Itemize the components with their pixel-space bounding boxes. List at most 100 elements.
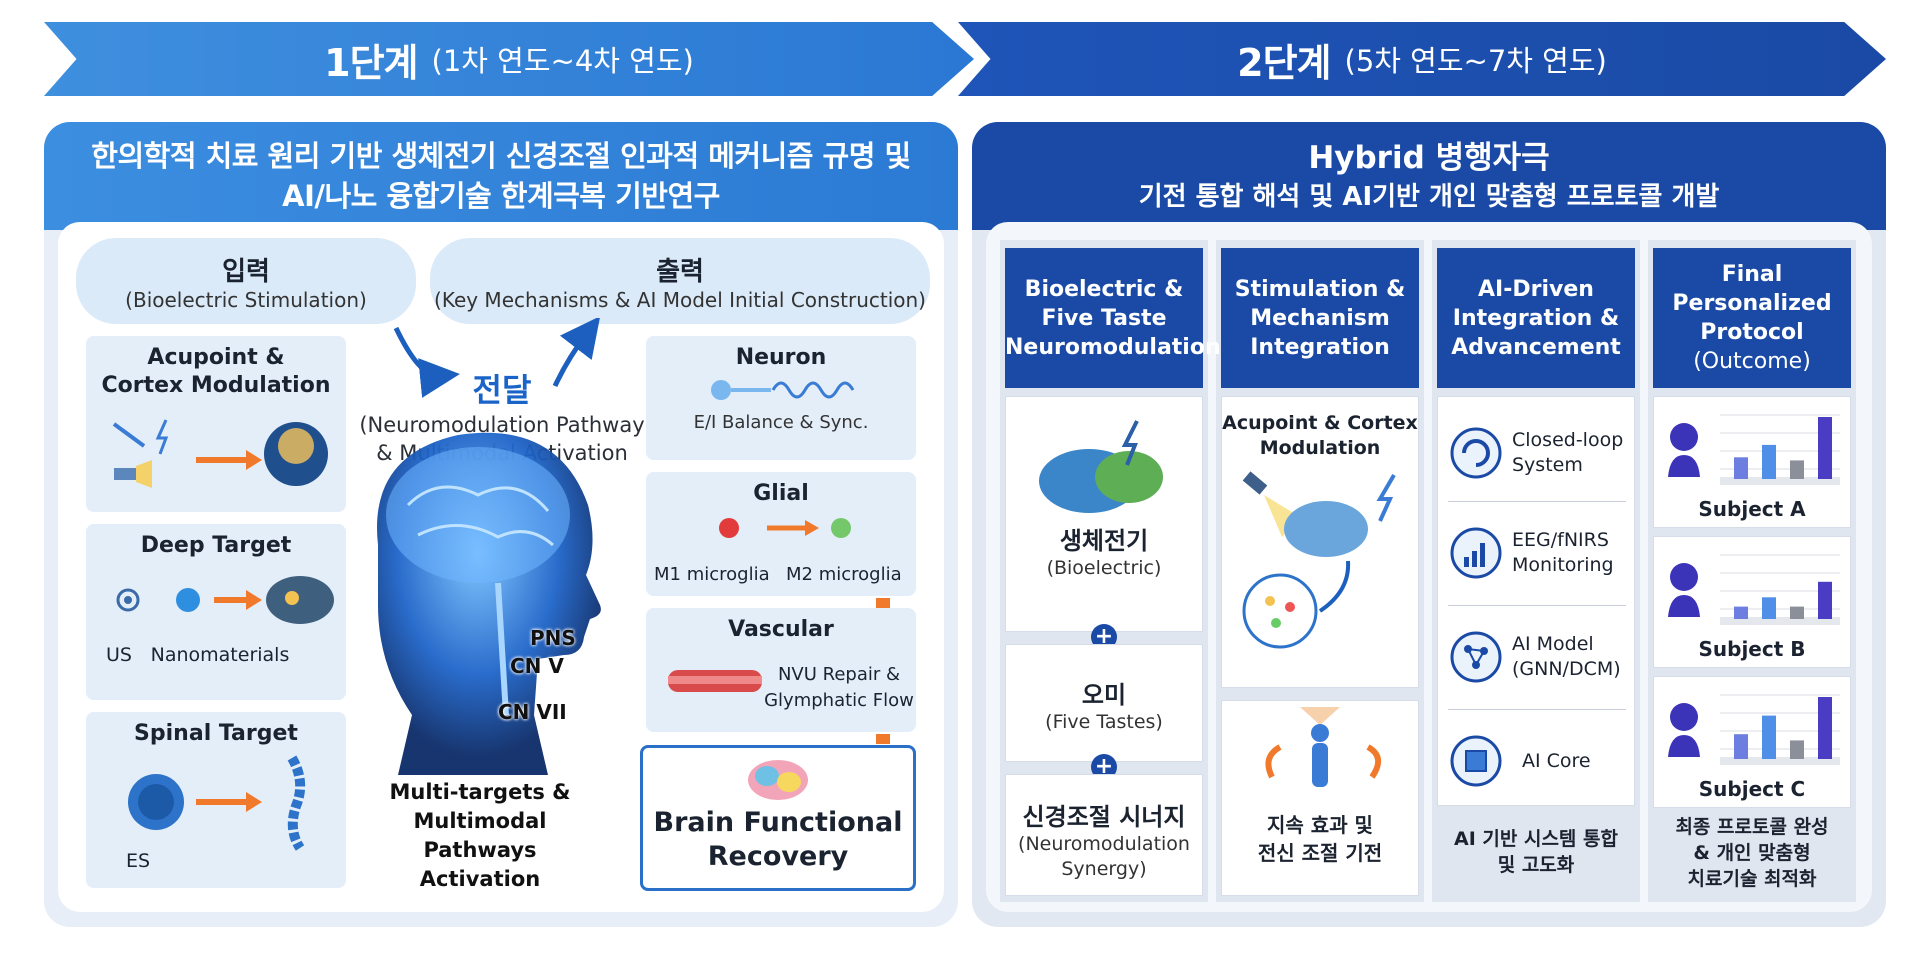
- subject-bar: [1734, 734, 1748, 759]
- phase-2-header: Hybrid 병행자극 기전 통합 해석 및 AI기반 개인 맞춤형 프로토콜 …: [972, 122, 1886, 230]
- system-label: (GNN/DCM): [1512, 658, 1621, 680]
- divider: [1448, 709, 1626, 710]
- arrow-down-right-icon: [393, 326, 460, 398]
- subject-chart: [1668, 554, 1840, 625]
- divider: [1448, 501, 1626, 502]
- subject-card: Subject A: [1653, 396, 1851, 528]
- subject-bar: [1790, 606, 1804, 619]
- column-header: Stimulation & Mechanism Integration: [1221, 248, 1419, 388]
- person-body-icon: [1668, 595, 1700, 617]
- card-subtitle: E/I Balance & Sync.: [693, 412, 869, 433]
- person-body-icon: [1668, 735, 1700, 757]
- subject-bar: [1762, 444, 1776, 479]
- arrow-up-icon: [1318, 560, 1351, 613]
- phase-1-header: 한의학적 치료 원리 기반 생체전기 신경조절 인과적 메커니즘 규명 및 AI…: [44, 122, 958, 230]
- person-head-icon: [1670, 563, 1698, 591]
- footer-line: 치료기술 최적화: [1687, 868, 1817, 890]
- col2-bottom-line2: 전신 조절 기전: [1257, 841, 1383, 865]
- lightning-icon: [1376, 473, 1396, 522]
- chart-floor: [1720, 477, 1840, 485]
- head-line: Bioelectric &: [1024, 276, 1184, 302]
- subject-bar: [1790, 460, 1804, 479]
- system-label: AI Model: [1512, 633, 1594, 655]
- m1-label: M1 microglia: [654, 564, 770, 585]
- nanoparticle-icon: [176, 588, 200, 612]
- transfer-title: 전달: [472, 371, 532, 409]
- brain-lightning-icon: [1039, 420, 1163, 513]
- stage-2-years: (5차 연도~7차 연도): [1344, 44, 1607, 78]
- subject-bar: [1790, 740, 1804, 759]
- head-line: Neuromodulation: [1005, 334, 1221, 360]
- rotate-arrow-icon: [1265, 744, 1282, 779]
- card-title: Cortex Modulation: [101, 373, 331, 398]
- recovery-line1: Brain Functional: [653, 807, 903, 838]
- multi-label-line2: Multimodal Pathways: [413, 809, 547, 862]
- head-line: Integration &: [1452, 305, 1620, 331]
- deep-target-illustration: [116, 576, 334, 624]
- column-stimulation: Stimulation & Mechanism Integration: [1221, 248, 1419, 388]
- head-line: Stimulation &: [1234, 276, 1406, 302]
- m2-microglia-icon: [831, 518, 851, 538]
- connector-2: [876, 734, 890, 744]
- subject-chart: [1668, 414, 1840, 485]
- rotate-arrow-icon: [1366, 744, 1381, 779]
- spine-icon: [287, 755, 306, 851]
- input-title: 입력: [222, 256, 270, 287]
- subject-bar: [1734, 457, 1748, 479]
- system-label: EEG/fNIRS: [1512, 529, 1609, 551]
- card-acupoint-cortex: Acupoint & Cortex Modulation: [86, 336, 346, 512]
- bioelectric-box: 생체전기 (Bioelectric): [1005, 396, 1203, 632]
- card-glial: Glial M1 microglia M2 microglia: [646, 472, 916, 596]
- phase-1-title-line1: 한의학적 치료 원리 기반 생체전기 신경조절 인과적 메커니즘 규명 및: [91, 139, 911, 173]
- brain-functional-recovery-box: Brain Functional Recovery: [640, 745, 916, 891]
- output-pill: 출력 (Key Mechanisms & AI Model Initial Co…: [430, 238, 930, 324]
- divider: [1448, 605, 1626, 606]
- head-line: Integration: [1250, 334, 1390, 360]
- subject-label: Subject A: [1698, 497, 1806, 521]
- subject-bar: [1818, 417, 1832, 479]
- transfer-arrows: [393, 318, 600, 398]
- eeg-monitor-icon: [1450, 527, 1502, 579]
- head-line: Five Taste: [1041, 305, 1167, 331]
- five-tastes-box: 오미 (Five Tastes): [1005, 644, 1203, 762]
- nerve-label-cn-v: CN V: [510, 654, 564, 678]
- blood-vessel-icon: [668, 670, 762, 692]
- subject-bar: [1734, 606, 1748, 619]
- head-line: Personalized: [1672, 291, 1832, 316]
- brain-icon: [1284, 501, 1368, 557]
- stage-2-banner: 2단계 (5차 연도~7차 연도): [958, 22, 1886, 96]
- person-head-icon: [1670, 703, 1698, 731]
- five-tastes-title: 오미: [1081, 681, 1127, 709]
- column-final-protocol: Final Personalized Protocol (Outcome): [1653, 248, 1851, 388]
- system-row-ai-core: AI Core: [1438, 713, 1636, 809]
- spinal-target-illustration: [128, 755, 306, 851]
- column-ai-driven: AI-Driven Integration & Advancement: [1437, 248, 1635, 388]
- subject-bar: [1818, 697, 1832, 759]
- head-line: Advancement: [1451, 334, 1621, 360]
- stage-1-banner: 1단계 (1차 연도~4차 연도): [44, 22, 974, 96]
- connector-1: [876, 598, 890, 608]
- multi-label-line1: Multi-targets &: [389, 780, 571, 804]
- head-line: AI-Driven: [1478, 276, 1594, 302]
- bioelectric-sub: (Bioelectric): [1046, 557, 1162, 579]
- nerve-label-cn-vii: CN VII: [498, 700, 567, 724]
- ultrasound-icon: [116, 588, 140, 612]
- output-title: 출력: [656, 256, 704, 287]
- input-subtitle: (Bioelectric Stimulation): [125, 287, 367, 312]
- footer-line: AI 기반 시스템 통합: [1454, 828, 1618, 850]
- input-pill: 입력 (Bioelectric Stimulation): [76, 238, 416, 324]
- stage-1-years: (1차 연도~4차 연도): [431, 44, 694, 78]
- column-header: Bioelectric & Five Taste Neuromodulation: [1005, 248, 1221, 388]
- col2-top-line2: Modulation: [1259, 437, 1381, 459]
- footer-line: 최종 프로토콜 완성: [1675, 816, 1829, 838]
- column-header: AI-Driven Integration & Advancement: [1437, 248, 1635, 388]
- person-head-icon: [1670, 423, 1698, 451]
- phase-1-title-line2: AI/나노 융합기술 한계극복 기반연구: [282, 179, 720, 213]
- es-label: ES: [126, 850, 151, 872]
- output-subtitle: (Key Mechanisms & AI Model Initial Const…: [434, 287, 926, 312]
- subject-card: Subject B: [1653, 536, 1851, 668]
- card-title: Acupoint &: [147, 345, 285, 370]
